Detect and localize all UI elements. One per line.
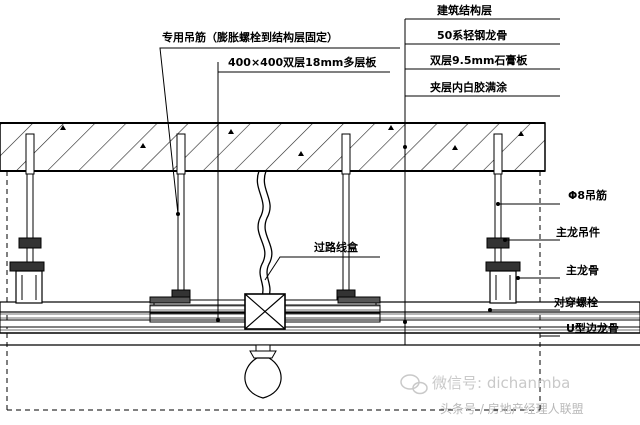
plywood-note-label: 400×400双层18mm多层板 xyxy=(228,55,377,69)
structure-layer-label: 建筑结构层 xyxy=(437,3,492,17)
hanger-rod-2 xyxy=(149,133,191,304)
wechat-icon xyxy=(400,374,428,395)
hanger-note-label: 专用吊筋（膨胀螺栓到结构层固定） xyxy=(162,30,338,44)
reference-lines xyxy=(217,19,406,345)
hanger-rod-4 xyxy=(485,133,521,304)
keel-50-label: 50系轻钢龙骨 xyxy=(437,28,507,42)
white-glue-label: 夹层内白胶满涂 xyxy=(430,80,508,94)
u-keel-label: U型边龙骨 xyxy=(566,321,619,335)
main-hanger-label: 主龙吊件 xyxy=(556,225,600,239)
hanger-rods xyxy=(9,133,521,304)
hanger-rod-3 xyxy=(336,133,381,304)
hanger-rod-1 xyxy=(9,133,45,304)
gypsum-board-label: 双层9.5mm石膏板 xyxy=(430,53,528,67)
rebar-label: Φ8吊筋 xyxy=(568,188,607,202)
dashed-wall-outline xyxy=(6,171,541,411)
watermark: 微信号: dichanmba 头条号 / 房地产经理人联盟 xyxy=(400,374,584,416)
junction-box-label: 过路线盒 xyxy=(314,240,359,254)
leader-dots xyxy=(176,145,520,324)
structural-slab xyxy=(0,122,546,172)
junction-box xyxy=(244,293,286,330)
wiring-cable xyxy=(256,170,266,297)
leader-lines xyxy=(159,18,560,337)
watermark-toutiao: 头条号 / 房地产经理人联盟 xyxy=(440,401,584,416)
main-keel-label: 主龙骨 xyxy=(566,263,599,277)
light-bulb-icon xyxy=(244,344,282,399)
through-bolt-label: 对穿螺栓 xyxy=(554,295,598,309)
watermark-wechat: 微信号: dichanmba xyxy=(432,374,570,392)
